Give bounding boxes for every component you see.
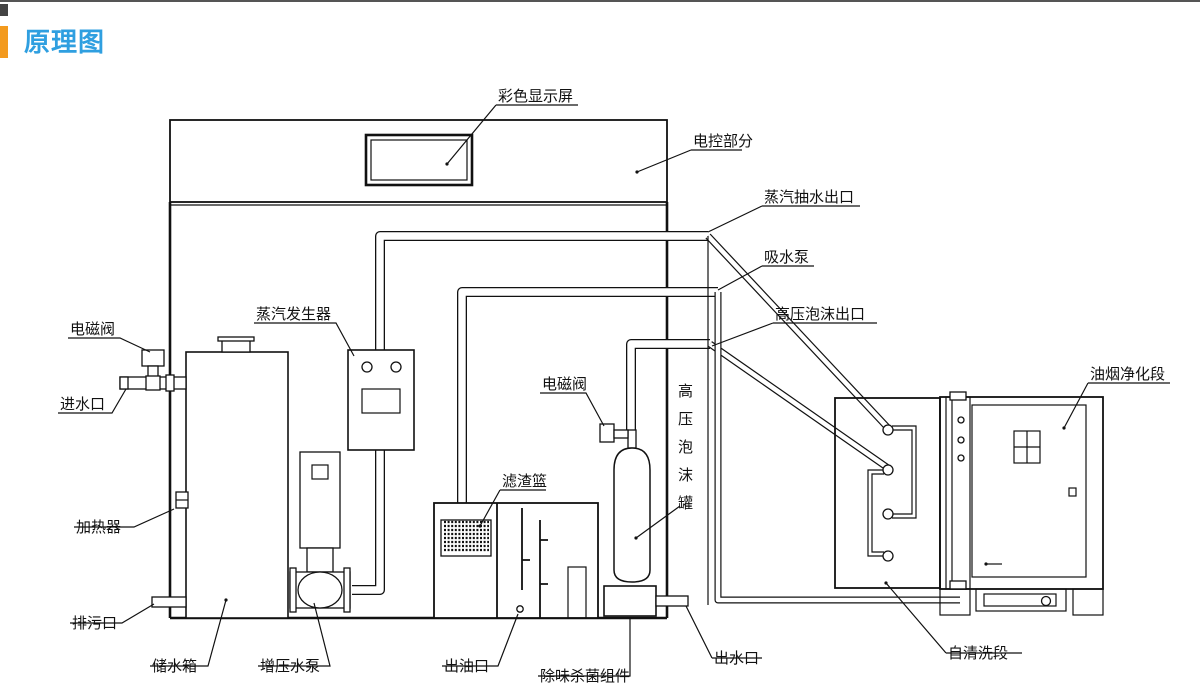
leader-lines [58, 104, 1170, 677]
deodor-assembly [603, 585, 689, 617]
label-control: 电控部分 [693, 132, 753, 150]
oil-fume-section [939, 391, 1104, 616]
label-steam-out: 蒸汽抽水出口 [764, 188, 854, 206]
label-storage-tank: 储水箱 [152, 657, 197, 675]
foam-pipe [626, 339, 710, 430]
leader-dots [224, 162, 1066, 602]
label-inlet: 进水口 [60, 395, 105, 413]
label-foam-out: 高压泡沫出口 [775, 305, 865, 323]
top-border-line [0, 0, 1200, 2]
svg-text:沫: 沫 [678, 466, 693, 484]
separator-box [433, 502, 599, 619]
label-display: 彩色显示屏 [498, 87, 573, 105]
svg-text:泡: 泡 [678, 438, 693, 456]
label-foam-tank: 高 压 泡 沫 罐 [678, 382, 693, 512]
label-filter: 滤渣篮 [502, 472, 547, 490]
label-drain: 排污口 [72, 614, 117, 632]
label-water-out: 出水口 [714, 649, 759, 667]
svg-text:压: 压 [678, 410, 693, 428]
label-self-clean: 自清洗段 [948, 644, 1008, 662]
solenoid-valve-mid [599, 423, 629, 443]
heater [175, 491, 189, 509]
header-accent-bar [0, 26, 8, 58]
steam-generator [347, 349, 415, 451]
label-heater: 加热器 [76, 518, 121, 536]
label-oil-fume-section: 油烟净化段 [1090, 365, 1165, 383]
storage-tank [185, 336, 289, 619]
page-title: 原理图 [24, 28, 106, 58]
label-steam-generator: 蒸汽发生器 [256, 305, 331, 323]
foam-tank [613, 429, 651, 583]
self-clean-section [834, 397, 941, 589]
drain-pipe [151, 596, 187, 608]
svg-text:高: 高 [678, 382, 693, 400]
solenoid-valve-left [141, 349, 165, 391]
label-valve-mid: 电磁阀 [542, 375, 587, 393]
svg-text:罐: 罐 [678, 494, 693, 512]
electric-control-box [169, 119, 668, 203]
label-suction-pump: 吸水泵 [764, 248, 809, 266]
label-booster-pump: 增压水泵 [260, 657, 320, 675]
header-accent-dark [0, 4, 8, 16]
booster-pump [289, 451, 351, 613]
label-valve-left: 电磁阀 [70, 320, 115, 338]
suction-pipe [457, 287, 718, 505]
label-oil-out: 出油口 [444, 657, 489, 675]
label-deodor: 除味杀菌组件 [540, 667, 630, 685]
external-tubes [705, 233, 960, 605]
